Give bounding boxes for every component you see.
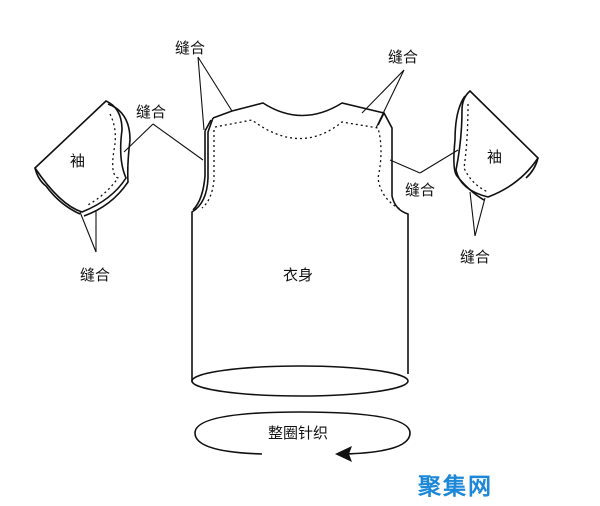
body-outline (191, 102, 409, 382)
label-body: 衣身 (283, 266, 313, 284)
label-sleeve-right: 袖 (487, 148, 502, 166)
neck-seam-dotted (214, 119, 403, 211)
pointer-seam-mid-right (389, 149, 459, 174)
knit-loop-curve (194, 411, 411, 455)
pointer-seam-top-right (361, 69, 405, 129)
right-sleeve-cuff (525, 157, 539, 179)
right-sleeve-outline (455, 89, 540, 198)
pointer-seam-top-left (197, 56, 233, 131)
right-sleeve (453, 89, 540, 201)
label-seam-mid-right: 缝合 (405, 181, 435, 199)
hem-ellipse (191, 365, 409, 397)
right-sleeve-back (453, 95, 485, 201)
label-seam-bottom-right: 缝合 (460, 248, 490, 266)
label-sleeve-left: 袖 (70, 152, 85, 170)
label-seam-top-left: 缝合 (175, 39, 205, 57)
label-seam-mid-left: 缝合 (136, 103, 166, 121)
left-sleeve-cuff (34, 167, 81, 215)
pointer-seam-mid-left (123, 123, 204, 161)
knit-loop (194, 411, 411, 455)
watermark-logo: 聚集网 (417, 473, 493, 500)
pointer-seam-bottom-left (79, 210, 97, 253)
label-seam-bottom-left: 缝合 (80, 266, 110, 284)
pointer-seam-bottom-right (469, 191, 486, 237)
body-piece (191, 102, 409, 397)
arrowhead-icon (335, 446, 352, 462)
label-knit: 整圈针织 (268, 424, 328, 442)
left-sleeve-back (83, 103, 131, 217)
left-sleeve-outline (33, 100, 127, 213)
pointer-lines (79, 56, 486, 253)
label-seam-top-right: 缝合 (388, 48, 418, 66)
right-sleeve-seam-dotted (463, 103, 489, 193)
body-back-layer (192, 119, 212, 211)
left-sleeve (33, 100, 131, 217)
left-sleeve-seam-dotted (85, 113, 120, 207)
armhole-seam-dotted-left (201, 130, 215, 209)
